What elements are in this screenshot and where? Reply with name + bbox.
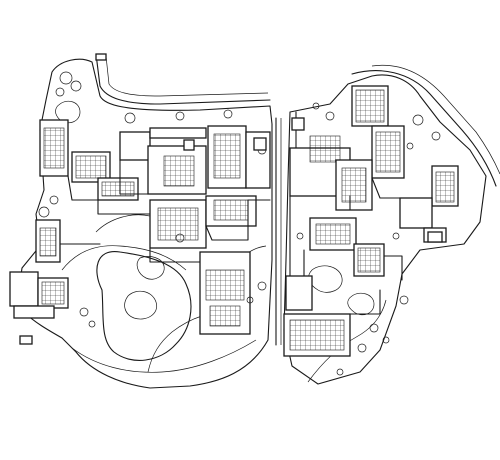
building-east-north-hall: [351, 85, 405, 179]
small-pond-3: [308, 265, 343, 293]
small-pavilion-2: [253, 137, 267, 151]
small-pond-4: [347, 292, 375, 316]
west-covered-corridor: [59, 159, 271, 263]
building-east-pavilion: [399, 165, 459, 243]
building-southwest-complex: [9, 271, 69, 319]
building-north-hall-2: [207, 125, 271, 189]
east-covered-corridor: [289, 111, 403, 315]
tree-clusters: [38, 71, 441, 376]
canal-pavilion: [95, 53, 107, 61]
small-pavilion-3: [427, 231, 443, 243]
building-east-mid-hall: [309, 217, 385, 277]
small-pond-5: [55, 100, 81, 124]
small-pavilion-1: [291, 117, 305, 131]
building-north-courtyard: [119, 127, 207, 195]
building-east-central-courtyard: [289, 135, 373, 211]
garden-path-5: [95, 214, 151, 233]
pond-island: [124, 290, 158, 320]
building-east-south-hall: [283, 275, 351, 357]
garden-path-2: [71, 339, 257, 373]
northeast-river-bank-2: [371, 64, 500, 175]
north-canal-inner: [105, 55, 269, 97]
small-pavilion-5: [183, 139, 195, 151]
small-pavilion-4: [19, 335, 33, 345]
large-pond: [96, 251, 192, 361]
small-pond-1: [136, 256, 165, 280]
north-canal: [95, 53, 271, 105]
building-west-pavilion: [35, 219, 61, 263]
building-northwest-hall: [39, 119, 69, 177]
garden-path-1: [61, 245, 187, 271]
northeast-river-bank: [351, 70, 497, 187]
building-south-central-hall: [199, 251, 251, 335]
east-garden-boundary: [283, 74, 487, 385]
west-garden-boundary: [17, 58, 273, 389]
